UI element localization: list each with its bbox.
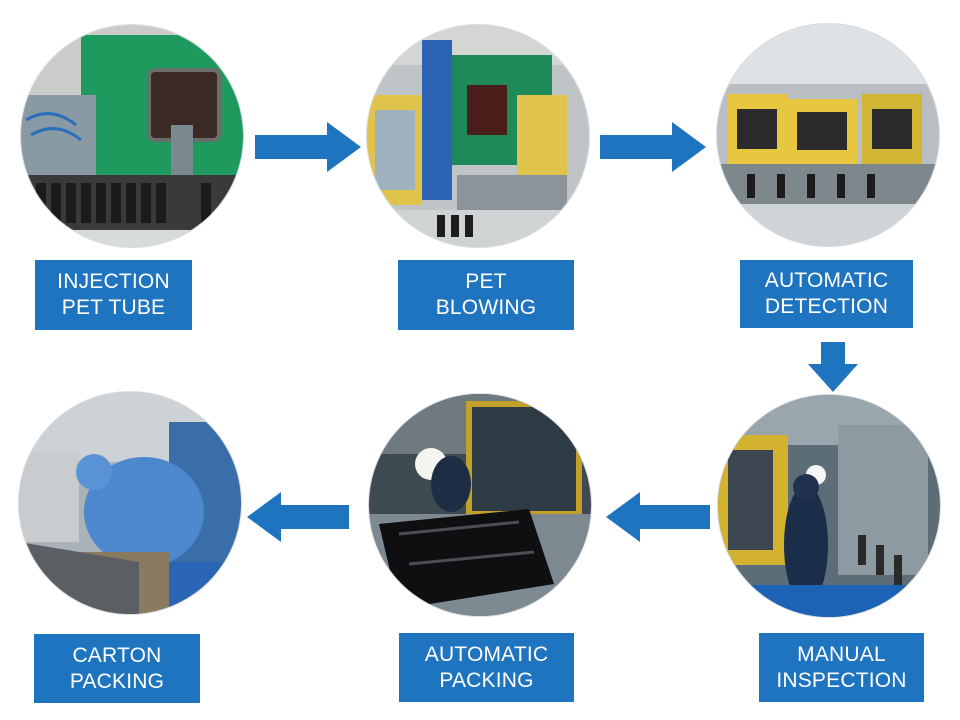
arrow-left-icon: [247, 492, 349, 542]
step-label-line1: PET: [465, 270, 507, 293]
automatic-packing-photo: [369, 394, 591, 616]
arrow-right-icon: [600, 122, 706, 172]
injection-molding-machine-photo: [21, 25, 243, 247]
step-label-line2: PACKING: [69, 669, 165, 693]
step-label-line1: CARTON: [72, 643, 162, 667]
step-label-automatic-detection: AUTOMATIC DETECTION: [740, 260, 913, 328]
manual-inspection-photo: [718, 395, 940, 617]
step-label-line2: PET TUBE: [61, 296, 166, 319]
step-label-line2: DETECTION: [764, 295, 889, 318]
step-label-line2: PACKING: [439, 668, 534, 692]
step-label-pet-blowing: PET BLOWING: [398, 260, 574, 330]
carton-packing-photo: [19, 392, 241, 614]
automatic-detection-line-photo: [717, 24, 939, 246]
arrow-down-icon: [808, 342, 858, 392]
step-label-automatic-packing: AUTOMATIC PACKING: [399, 633, 574, 702]
step-label-line1: AUTOMATIC: [424, 642, 549, 666]
arrow-left-icon: [606, 492, 710, 542]
arrow-right-icon: [255, 122, 361, 172]
step-label-manual-inspection: MANUAL INSPECTION: [759, 633, 924, 702]
step-label-line1: MANUAL: [797, 642, 886, 666]
blow-molding-machine-photo: [367, 25, 589, 247]
step-label-line2: INSPECTION: [776, 668, 907, 692]
step-label-line2: BLOWING: [435, 296, 537, 319]
step-label-line1: INJECTION: [57, 270, 170, 293]
step-label-line1: AUTOMATIC: [764, 269, 889, 292]
step-label-carton-packing: CARTON PACKING: [34, 634, 200, 703]
step-label-injection-pet-tube: INJECTION PET TUBE: [35, 260, 192, 330]
